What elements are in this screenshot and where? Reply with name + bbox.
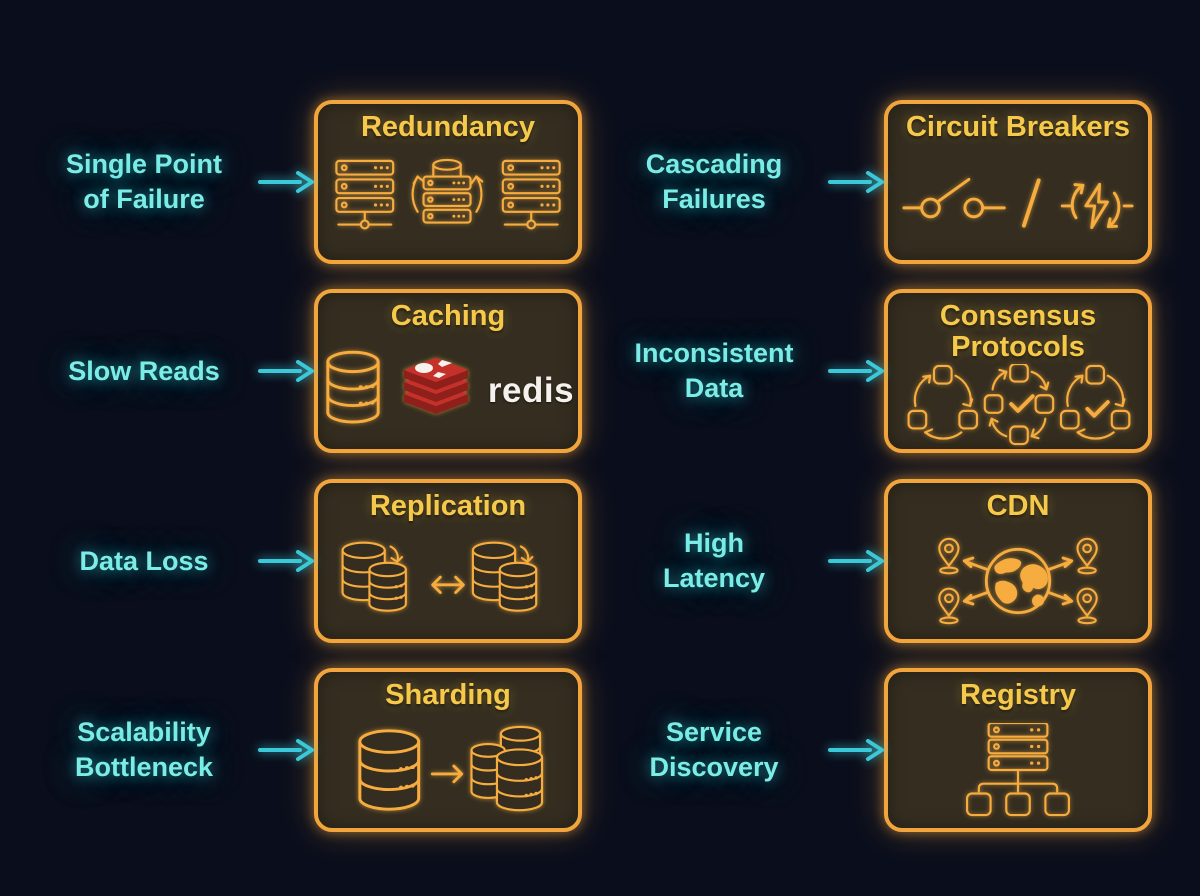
problem-label: Single Point of Failure <box>65 149 222 214</box>
solution-title: Caching <box>390 300 506 332</box>
pair-consensus-protocols: Inconsistent Data Consensus Protocols <box>600 289 1156 453</box>
right-arrow-icon <box>258 739 314 761</box>
problem-label: Scalability Bottleneck <box>74 717 214 782</box>
pair-circuit-breakers: Cascading Failures Circuit Breakers <box>600 100 1156 264</box>
solution-box: Sharding <box>314 668 582 832</box>
pair-redundancy: Single Point of Failure Redundancy <box>30 100 586 264</box>
redis-brand-text: redis <box>487 370 575 410</box>
right-arrow-icon <box>258 550 314 572</box>
problem-label: Data Loss <box>79 545 209 576</box>
globe-with-location-pins-icon <box>888 522 1148 639</box>
pair-cdn: High Latency CDN <box>600 479 1156 643</box>
solution-box: Consensus Protocols <box>884 289 1152 453</box>
right-arrow-icon <box>828 739 884 761</box>
right-arrow-icon <box>828 360 884 382</box>
node-cycle-consensus-icons <box>888 364 1148 449</box>
server-tree-registry-icon <box>888 711 1148 828</box>
pair-registry: Service Discovery Registry <box>600 668 1156 832</box>
problem-label: Slow Reads <box>68 355 220 386</box>
solution-title: Registry <box>959 679 1077 711</box>
solution-title: Consensus Protocols <box>939 300 1097 364</box>
right-arrow-icon <box>258 360 314 382</box>
solution-title: CDN <box>986 490 1050 522</box>
solution-box: Caching <box>314 289 582 453</box>
solution-box: Circuit Breakers <box>884 100 1152 264</box>
database-cylinder-icon <box>326 350 380 424</box>
problem-label: Service Discovery <box>649 717 779 782</box>
database-split-to-shards-icon <box>318 711 578 828</box>
solution-title: Circuit Breakers <box>905 111 1131 143</box>
right-arrow-icon <box>828 550 884 572</box>
solution-box: Replication <box>314 479 582 643</box>
server-racks-with-sync-icon <box>318 143 578 260</box>
solution-box: Registry <box>884 668 1152 832</box>
problem-label: Inconsistent Data <box>634 338 794 403</box>
solution-title: Redundancy <box>360 111 536 143</box>
open-switch-and-lightning-cycle-icon <box>888 143 1148 260</box>
solution-title: Sharding <box>385 679 511 711</box>
problem-label: Cascading Failures <box>645 149 783 214</box>
pair-sharding: Scalability Bottleneck Sharding <box>30 668 586 832</box>
solution-title: Replication <box>369 490 527 522</box>
databases-bidirectional-sync-icon <box>318 522 578 639</box>
solution-box: Redundancy <box>314 100 582 264</box>
problem-label: High Latency <box>662 528 766 593</box>
redis-logo <box>403 357 468 414</box>
pair-replication: Data Loss Replication <box>30 479 586 643</box>
right-arrow-icon <box>258 171 314 193</box>
right-arrow-icon <box>828 171 884 193</box>
solution-box: CDN <box>884 479 1152 643</box>
caching-icons: redis <box>318 332 578 449</box>
pair-caching: Slow Reads Caching <box>30 289 586 453</box>
